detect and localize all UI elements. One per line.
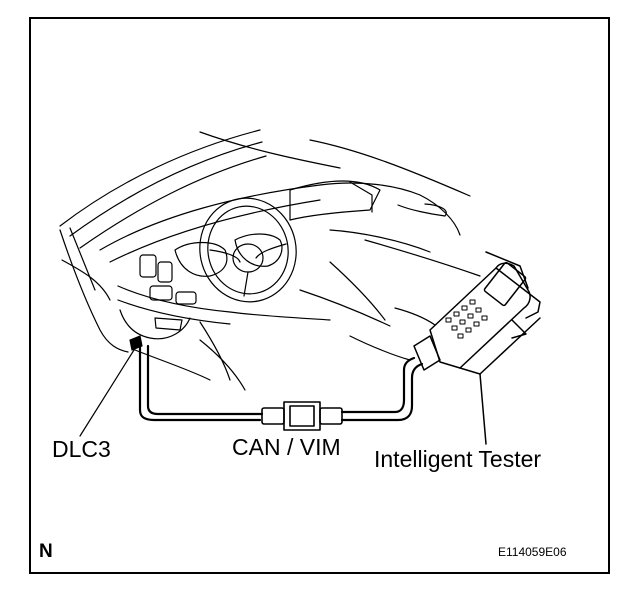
windshield-lines <box>59 129 471 249</box>
instrument-panel <box>139 233 283 305</box>
figure-code: E114059E06 <box>498 545 567 559</box>
dlc3-label: DLC3 <box>52 436 111 462</box>
lower-dash <box>117 261 436 381</box>
intelligent-tester-label: Intelligent Tester <box>374 446 542 472</box>
dashboard <box>99 180 481 277</box>
floor <box>134 335 411 391</box>
can-vim-module <box>261 401 343 431</box>
cable-right <box>340 356 424 422</box>
dlc3-connector <box>79 335 143 437</box>
figure-frame <box>29 17 610 574</box>
steering-wheel <box>199 197 297 303</box>
cable-left <box>138 343 264 422</box>
tester-keypad <box>445 299 488 339</box>
door-panel <box>59 227 129 353</box>
north-marker: N <box>39 541 53 562</box>
can-vim-label: CAN / VIM <box>232 434 341 460</box>
tester-device <box>413 251 541 445</box>
